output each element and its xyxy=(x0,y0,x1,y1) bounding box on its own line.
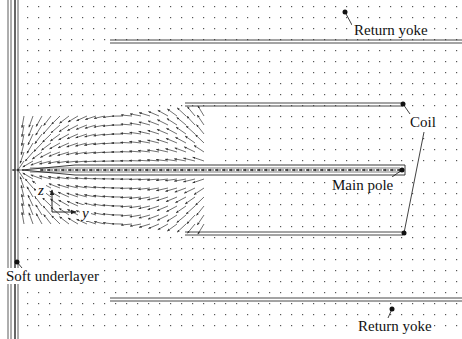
part-label: Main pole xyxy=(330,177,395,193)
axis-indicator xyxy=(52,190,76,212)
coil-lower xyxy=(185,232,403,235)
soft-underlayer xyxy=(8,0,18,339)
main-pole xyxy=(22,165,405,175)
axis-label: z xyxy=(36,182,46,198)
axis-label: y xyxy=(80,205,91,221)
return-yoke-lower xyxy=(110,298,462,301)
part-label: Coil xyxy=(408,114,438,130)
return-yoke-upper xyxy=(110,40,462,43)
field-vectors xyxy=(12,106,204,235)
part-label: Return yoke xyxy=(352,22,430,38)
part-label: Soft underlayer xyxy=(4,268,101,284)
coil-upper xyxy=(185,103,403,106)
part-label: Return yoke xyxy=(356,318,434,334)
